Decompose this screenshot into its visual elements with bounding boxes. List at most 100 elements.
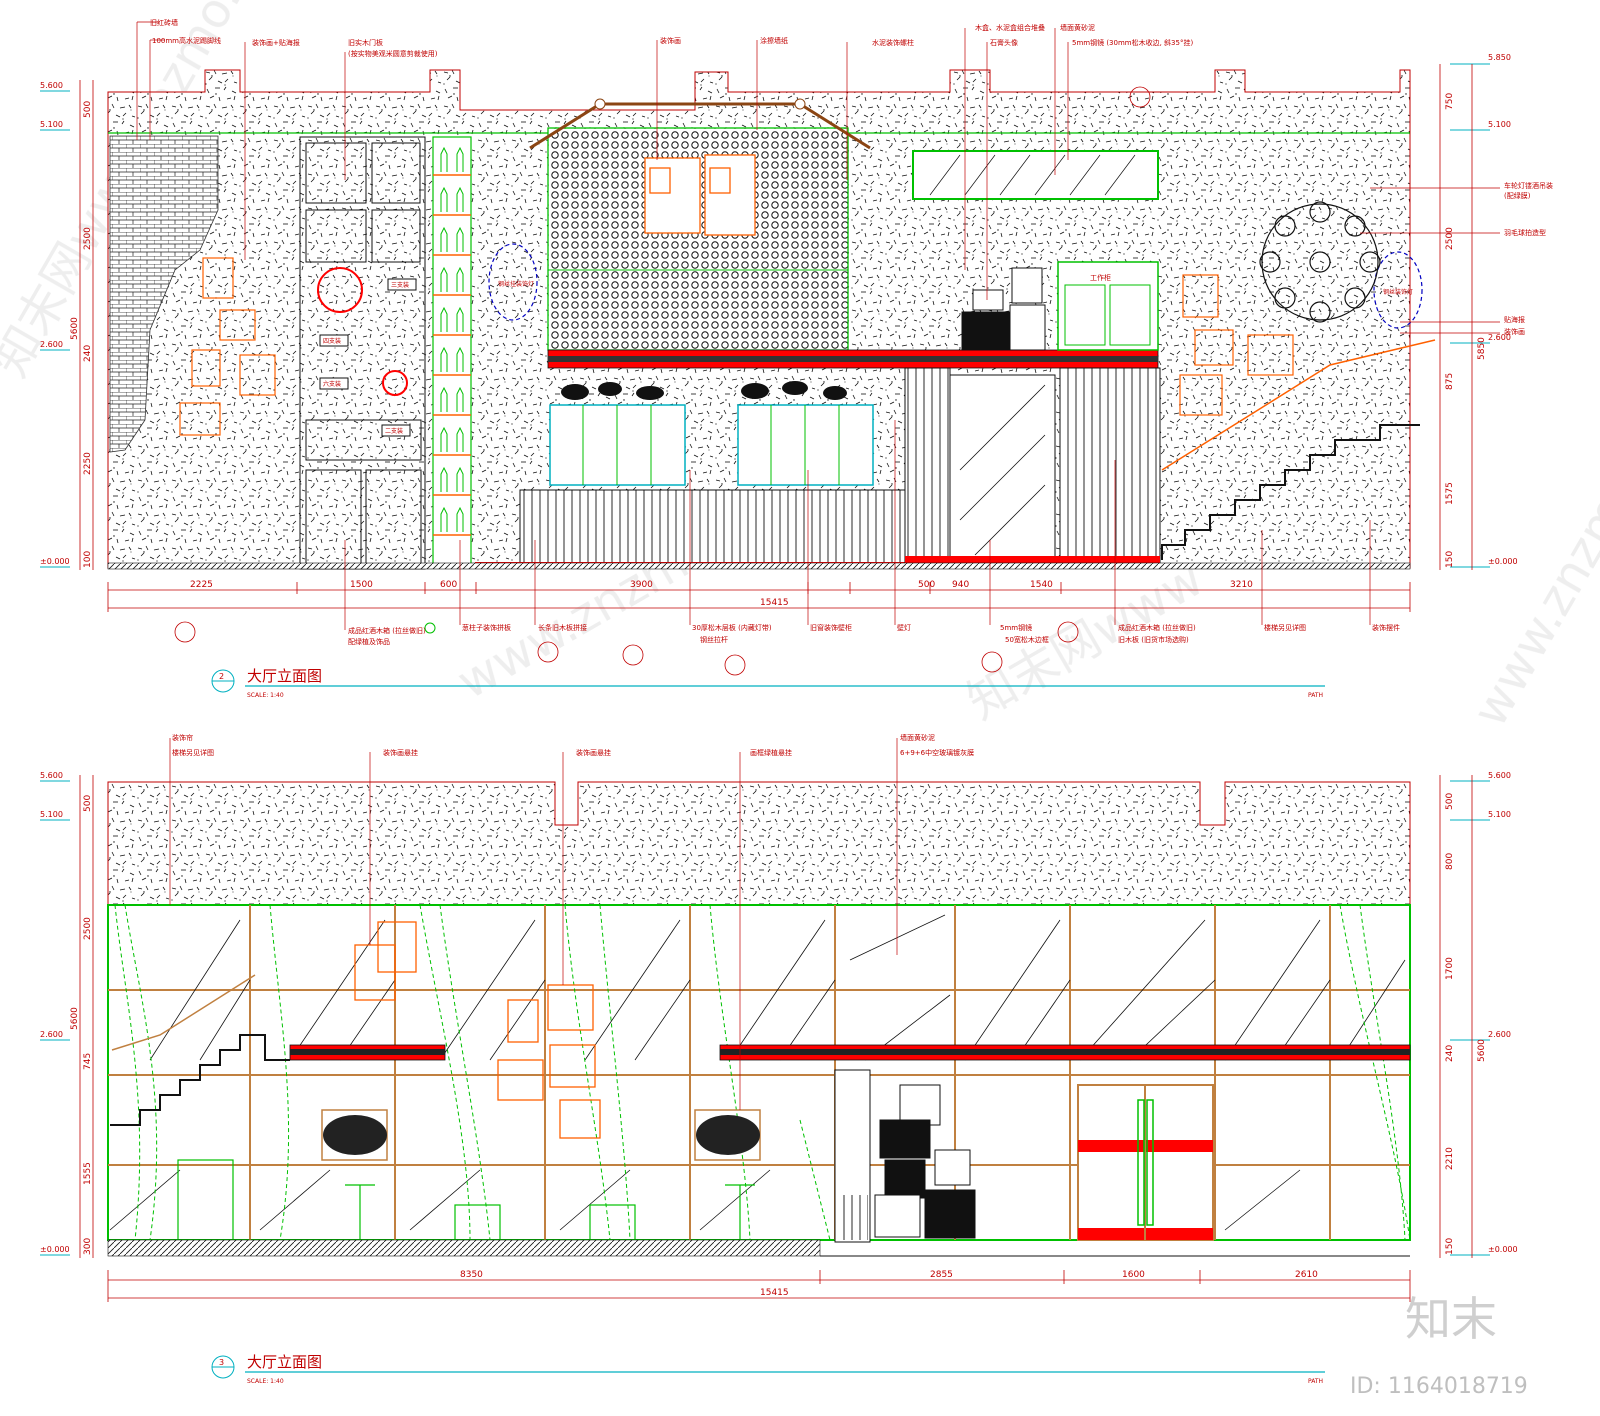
frames-left [179,257,276,436]
glazing-wall [107,904,1411,1241]
hdim: 1600 [1122,1270,1145,1280]
bar-counter [519,489,906,566]
vdim: 745 [83,1053,93,1070]
level-label: 2.600 [1488,1030,1511,1039]
vdims-right: 750 2500 5850 875 1575 150 [1439,64,1487,570]
box-label: 三支装 [391,281,409,289]
note: 50宽松木边框 [1005,635,1049,644]
note: 装饰帘 [172,733,193,742]
box-label: 六支装 [323,380,341,388]
level-label: 5.850 [1488,53,1511,62]
drawing-scale: SCALE: 1:40 [247,1378,284,1385]
note: 装饰画+贴海报 [252,38,300,47]
note: 装饰画悬挂 [383,748,418,757]
note: 成品红酒木箱 (拉丝做旧) [348,626,426,635]
plants [561,381,847,400]
vdim: 150 [1445,1238,1455,1255]
note: 画框绿植悬挂 [750,748,792,757]
stair [1161,424,1420,560]
top-notes: 装饰帘 楼梯另见详图 装饰画悬挂 装饰画悬挂 画框绿植悬挂 墙面黄砂泥 6+9+… [169,733,974,1110]
pendant-lamp-oval [488,243,538,321]
note: 装饰画悬挂 [576,748,611,757]
vdim: 800 [1445,853,1455,870]
note: 配绿植及饰品 [348,637,390,646]
floor-line [107,1239,821,1257]
stair [110,1034,290,1126]
vdim: 750 [1445,93,1455,110]
vdim: 500 [83,795,93,812]
note: 装饰摆件 [1372,623,1400,632]
vdim: 500 [1445,793,1455,810]
level-label: ±0.000 [40,1245,70,1254]
oval-label: 钢丝挂装饰灯 [498,280,534,288]
brand-watermark: 知末 ID: 1164018719 [1350,1292,1528,1399]
wheel-chandelier [1259,201,1381,323]
note: 贴海报 [1504,315,1525,324]
note: 楼梯另见详图 [172,748,214,757]
frames-right [1179,274,1294,416]
level-label: 5.600 [40,771,63,780]
hdims: 8350 2855 1600 2610 15415 [107,1270,1411,1302]
note: 钢丝拉杆 [700,635,728,644]
level-label: 5.600 [1488,771,1511,780]
wheel-decor [317,267,363,313]
note: (按实物美观米圆意剪裁使用) [348,49,438,58]
note: 水泥装饰螺柱 [872,38,914,47]
level-label: 5.100 [1488,810,1511,819]
vdim: 2250 [83,452,93,475]
note: 葱柱子装饰拼板 [462,623,511,632]
note: 墙面黄砂泥 [1060,23,1095,32]
vdim: 150 [1445,551,1455,568]
floor-strip [905,556,1160,566]
detail-bubbles [174,86,1151,676]
glass-door [1077,1084,1214,1241]
hdim: 500 [918,580,935,590]
drawing-title: 大厅立面图 [247,667,322,685]
stacked-boxes [961,267,1046,351]
path-label: PATH [1308,692,1323,699]
total-dim: 15415 [760,598,789,608]
note: 装饰画 [1504,327,1525,336]
drawing-number: 2 [219,672,224,681]
note: 成品红酒木箱 (拉丝做旧) [1118,623,1196,632]
level-label: ±0.000 [1488,1245,1518,1254]
hdim: 2225 [190,580,213,590]
title-block-1: 2 大厅立面图 SCALE: 1:40 PATH [211,667,1325,699]
note: 100mm高水泥踢脚线 [152,36,221,45]
mirror [949,374,1056,561]
level-label: 5.100 [40,810,63,819]
level-label: 5.100 [40,120,63,129]
vdims-left: 500 2500 5600 745 1555 300 [70,775,94,1258]
concrete-wall [107,781,1411,906]
pendant-lamp-oval [1373,251,1423,329]
mesh-panel [529,98,871,351]
vdim: 875 [1445,373,1455,390]
vdim: 2500 [83,917,93,940]
slat-partition [1059,367,1161,564]
hdim: 8350 [460,1270,483,1280]
vdim: 5600 [1477,1039,1487,1062]
hdim: 2855 [930,1270,953,1280]
box-label: 工作柜 [1090,273,1111,282]
level-label: 5.600 [40,81,63,90]
drawing-scale: SCALE: 1:40 [247,692,284,699]
note: 6+9+6中空玻璃镀灰膜 [900,748,974,757]
elevation-2: 5.600 5.100 2.600 ±0.000 500 2500 5600 7… [40,733,1518,1385]
vdims-right: 500 800 1700 240 5600 2210 150 [1439,775,1487,1258]
hanging-frames [354,921,601,1139]
level-label: ±0.000 [1488,557,1518,566]
vdim: 5600 [70,317,80,340]
vdim: 1700 [1445,957,1455,980]
hdim: 2610 [1295,1270,1318,1280]
curtains [114,904,1411,1241]
title-block-2: 3 大厅立面图 SCALE: 1:40 PATH [211,1353,1325,1385]
level-label: 2.600 [40,340,63,349]
note: 车轮灯镂酒吊装 [1504,181,1553,190]
vdim: 240 [83,345,93,362]
vdim: 2500 [1445,227,1455,250]
note: 5mm钢镜 [1000,623,1032,632]
note: 旧木板 (旧货市场选购) [1118,635,1189,644]
note: 旧实木门板 [348,38,383,47]
hdim: 600 [440,580,457,590]
slat-partition [904,367,951,564]
